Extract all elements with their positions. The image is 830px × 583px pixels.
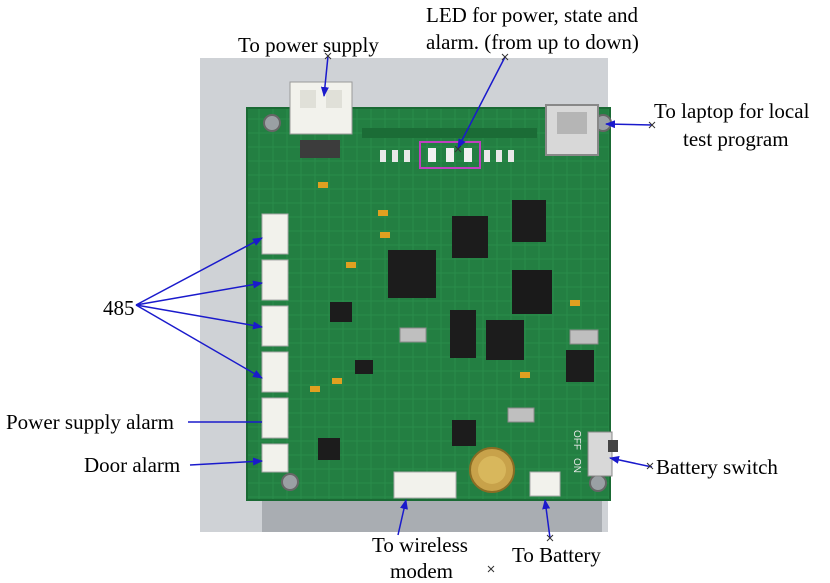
arrow-485-2	[135, 280, 263, 306]
usb-connector	[545, 104, 599, 156]
label-battery: To Battery	[512, 543, 601, 567]
switch-body	[587, 431, 613, 477]
arrow-wireless	[397, 499, 408, 536]
arrow-power-supply	[320, 55, 329, 97]
arrow-485-3	[135, 304, 263, 330]
arrow-485-1	[135, 237, 263, 306]
annotation-arrows	[135, 55, 653, 539]
battery-connector	[529, 471, 561, 497]
label-led-line1: LED for power, state and	[426, 3, 638, 27]
wireless-connector	[393, 471, 457, 499]
label-door-alarm: Door alarm	[84, 453, 181, 477]
arrow-battery	[542, 499, 551, 539]
power-connector	[289, 81, 353, 135]
leader-marks	[324, 52, 656, 573]
label-power-supply: To power supply	[238, 33, 379, 57]
arrow-led	[457, 56, 506, 149]
arrow-485-4	[135, 304, 263, 379]
arrow-battery-switch	[609, 455, 653, 468]
label-wireless-line1: To wireless	[372, 533, 468, 557]
led-highlight-box	[419, 141, 481, 169]
label-laptop-line2: test program	[683, 127, 789, 151]
board-off-label: OFF	[571, 430, 582, 450]
label-led-line2: alarm. (from up to down)	[426, 30, 639, 54]
pcb-board: OFF ON	[246, 81, 618, 501]
label-battery-switch: Battery switch	[656, 455, 778, 479]
label-power-supply-alarm: Power supply alarm	[6, 410, 174, 434]
label-laptop-line1: To laptop for local	[654, 99, 810, 123]
arrow-door-alarm	[189, 457, 263, 466]
label-485: 485	[103, 296, 135, 320]
label-wireless-line2: modem	[390, 559, 453, 583]
left-connectors	[261, 213, 289, 473]
arrow-laptop	[605, 120, 653, 129]
board-on-label: ON	[571, 458, 582, 473]
